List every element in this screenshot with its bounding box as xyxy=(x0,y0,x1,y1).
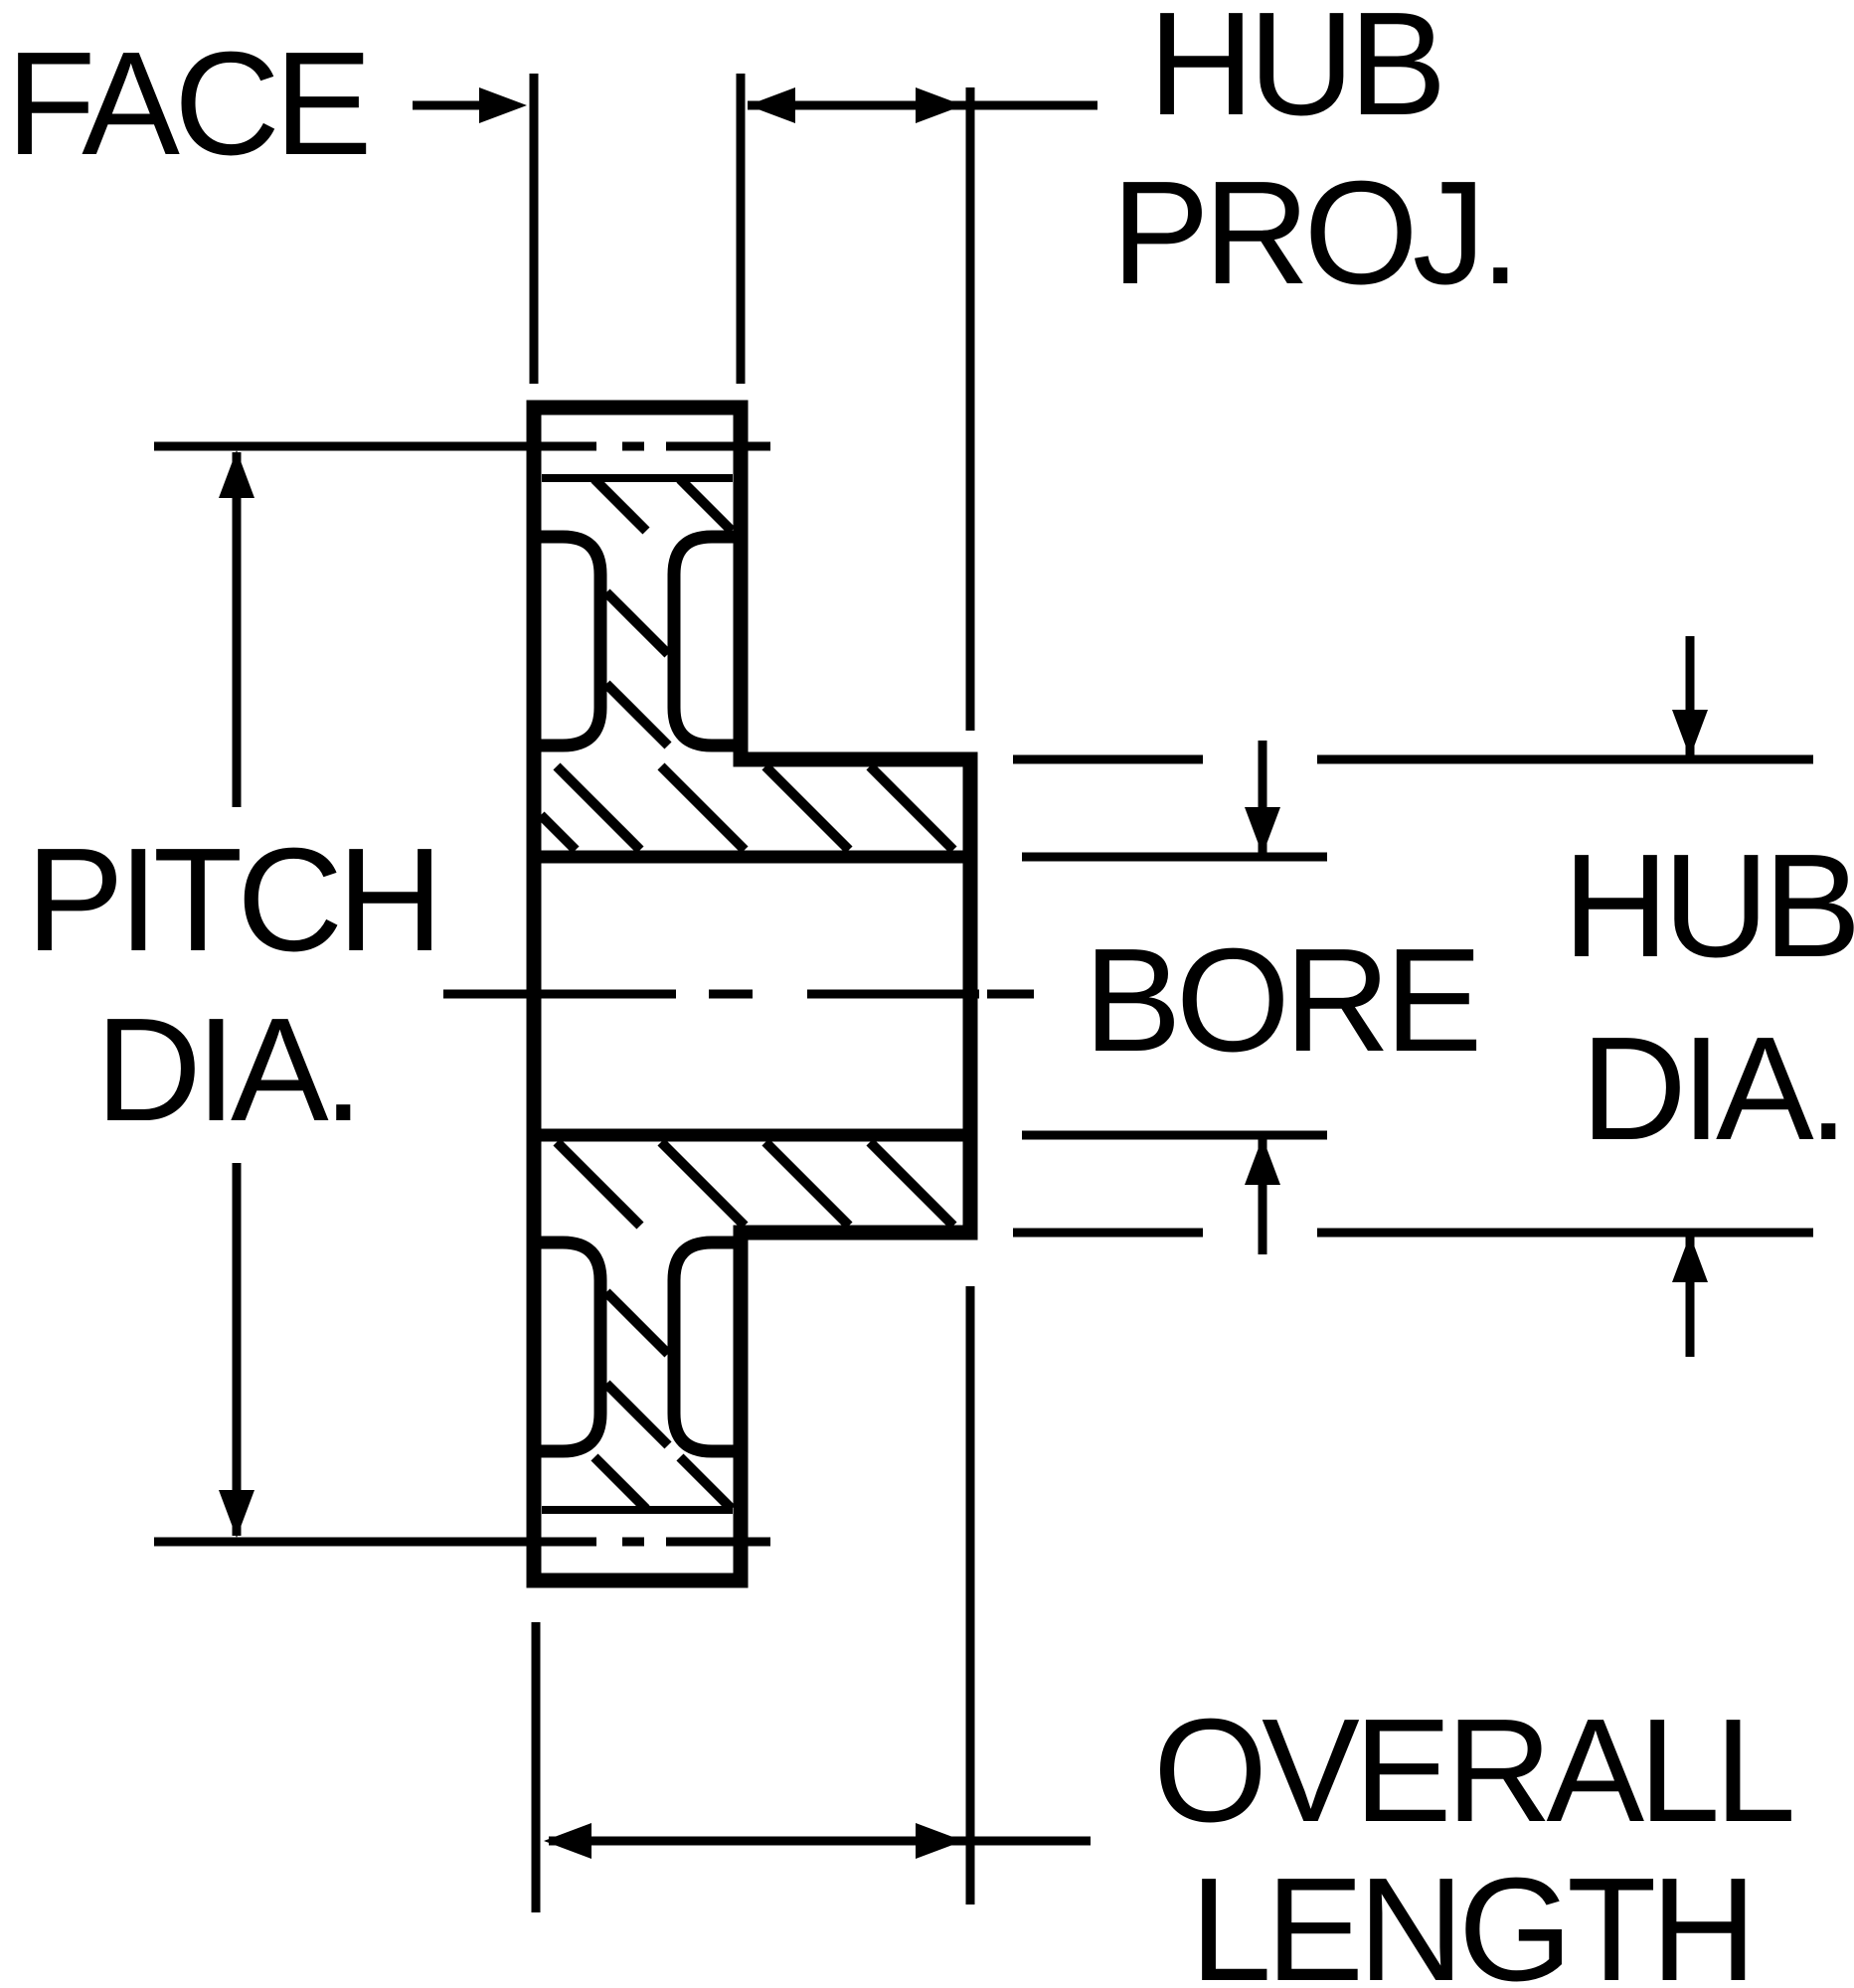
pitch-dia-label-line2: DIA. xyxy=(95,988,358,1152)
face-label: FACE xyxy=(6,22,367,186)
web-recess-upper-left xyxy=(541,530,607,752)
bore-dimension xyxy=(1022,741,1327,1254)
hatch-lines xyxy=(537,475,957,1513)
pitch-diameter-dimension xyxy=(219,450,254,1538)
overall-arrowhead-right xyxy=(916,1823,963,1859)
gear-cross-section xyxy=(154,400,1034,1588)
web-recess-upper-right xyxy=(667,530,734,752)
hub-dia-arrowhead-top xyxy=(1672,710,1708,757)
hub-diameter-dimension xyxy=(1013,636,1813,1357)
hub-dia-arrowhead-bottom xyxy=(1672,1235,1708,1282)
hub-proj-label-line2: PROJ. xyxy=(1111,151,1515,315)
hub-projection-dimension xyxy=(748,87,1097,731)
hub-proj-arrowhead-right xyxy=(916,87,963,123)
hub-proj-label-line1: HUB xyxy=(1148,0,1440,146)
pitch-dia-arrowhead-bottom xyxy=(219,1490,254,1538)
overall-length-label-line2: LENGTH xyxy=(1190,1848,1751,1988)
bore-arrowhead-bottom xyxy=(1245,1137,1280,1185)
pitch-dia-arrowhead-top xyxy=(219,450,254,498)
hub-dia-label-line2: DIA. xyxy=(1581,1007,1843,1171)
face-dimension xyxy=(413,74,746,384)
bore-arrowhead-top xyxy=(1245,807,1280,855)
gear-outline xyxy=(526,400,978,1588)
overall-length-dimension xyxy=(531,1286,1091,1912)
hub-proj-arrowhead-left xyxy=(748,87,795,123)
pitch-dia-label-line1: PITCH xyxy=(26,818,437,982)
web-recess-lower-left xyxy=(541,1236,607,1458)
web-recess-lower-right xyxy=(667,1236,734,1458)
bore-label: BORE xyxy=(1084,918,1477,1082)
overall-length-label-line1: OVERALL xyxy=(1153,1689,1791,1853)
face-arrowhead xyxy=(479,87,527,123)
hub-dia-label-line1: HUB xyxy=(1563,824,1854,988)
overall-arrowhead-left xyxy=(544,1823,591,1859)
